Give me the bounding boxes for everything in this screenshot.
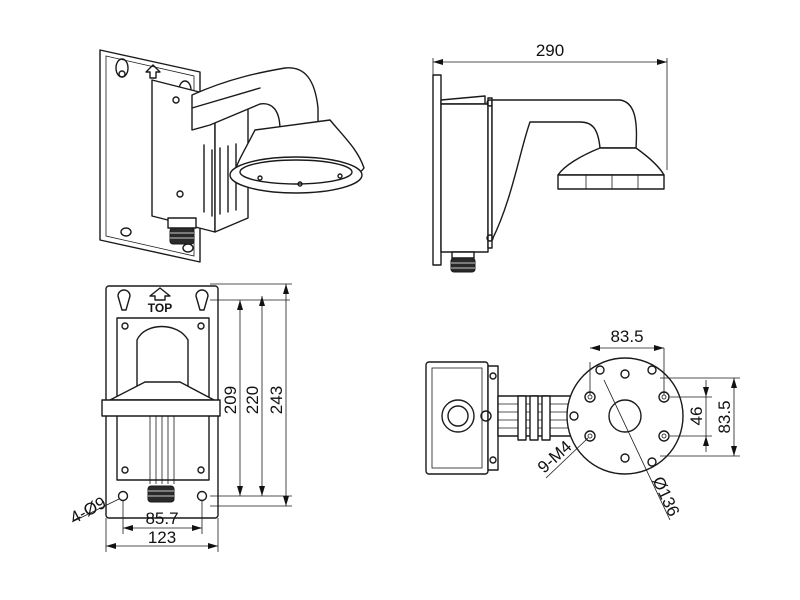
dim-123-label: 123 [148,528,176,547]
dim-83-5-v-label: 83.5 [715,400,734,433]
dim-46-label: 46 [687,407,706,426]
dim-243-label: 243 [267,386,286,414]
top-mark: TOP [148,301,172,315]
dim-85-7-label: 85.7 [145,509,178,528]
side-view: 290 [432,41,668,273]
holes-label: 4-Ø9 [67,493,109,528]
isometric-view [99,49,365,263]
dim-83-5-h-label: 83.5 [610,327,643,346]
dim-290-label: 290 [536,41,564,60]
diameter-label: Ø136 [648,474,683,520]
rear-view: 83.5 46 83.5 9-M4 Ø136 [425,327,740,521]
screws-label: 9-M4 [534,437,575,477]
front-view: TOP 4-Ø9 85.7 [67,283,292,552]
dim-220-label: 220 [243,386,262,414]
dim-209-label: 209 [221,386,240,414]
